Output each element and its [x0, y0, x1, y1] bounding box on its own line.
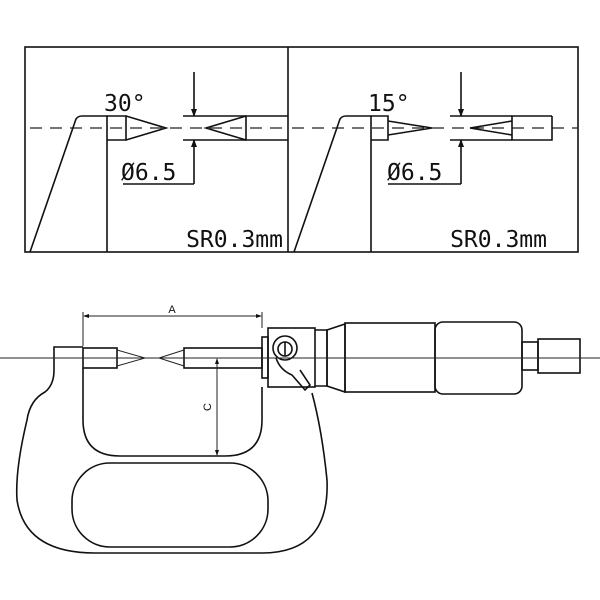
lock-lever — [275, 357, 312, 392]
micrometer: A C — [0, 304, 600, 554]
spindle-cone — [469, 120, 513, 136]
detail-panels — [24, 46, 579, 253]
anvil-cone — [387, 120, 433, 136]
dimension-c-label: C — [202, 403, 214, 411]
radius-label: SR0.3mm — [450, 227, 547, 253]
anvil-tip-rod — [107, 115, 127, 141]
ratchet-neck — [521, 341, 539, 371]
diameter-label: Ø6.5 — [387, 160, 442, 186]
anvil-cone — [125, 115, 169, 141]
detail-15-degree: 15° Ø6.5 SR0.3mm — [292, 72, 578, 253]
diameter-label: Ø6.5 — [121, 160, 176, 186]
lock-nut[interactable] — [272, 335, 298, 361]
frame-outer — [15, 346, 328, 554]
angle-label: 30° — [104, 91, 146, 117]
radius-label: SR0.3mm — [186, 227, 283, 253]
anvil-profile — [29, 115, 108, 253]
frame-hole — [71, 462, 269, 548]
spindle-cone — [203, 115, 247, 141]
ratchet-stop[interactable] — [537, 338, 581, 374]
frame-inner — [82, 368, 263, 457]
angle-label: 15° — [368, 91, 410, 117]
dimension-a-label: A — [168, 304, 176, 316]
anvil-tip-rod — [371, 115, 389, 141]
panel-border — [24, 46, 579, 253]
spindle-tip-rod — [245, 115, 288, 141]
anvil-profile — [293, 115, 372, 253]
detail-30-degree: 30° Ø6.5 SR0.3mm — [29, 72, 288, 253]
